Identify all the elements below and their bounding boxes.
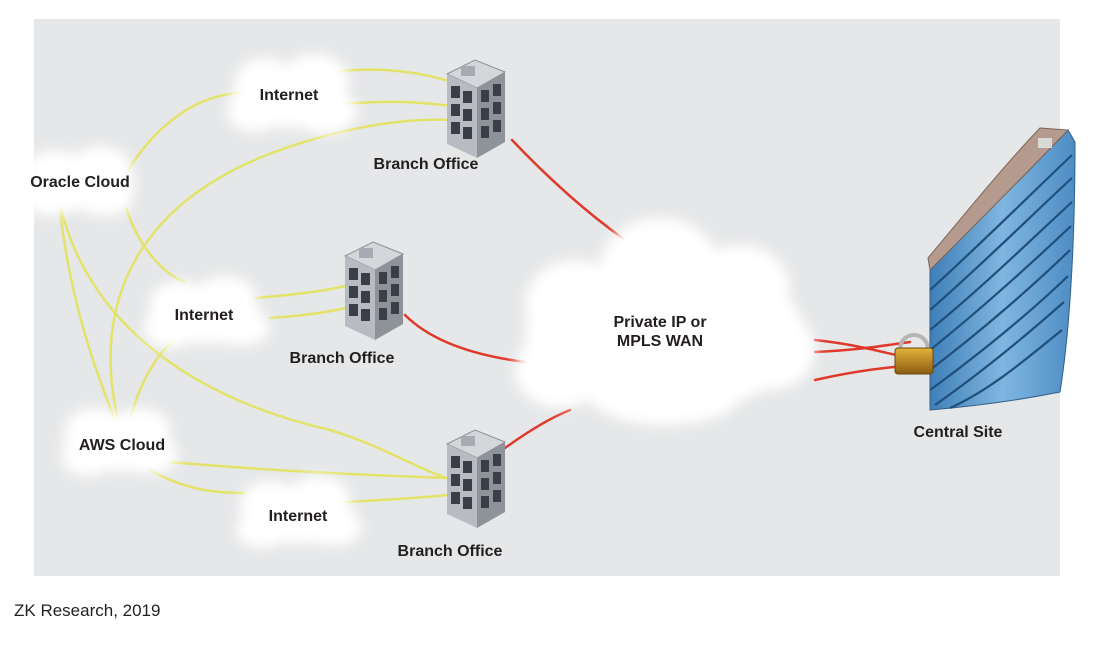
link-aws-branch-top [109, 118, 454, 422]
link-oracle-internet-mid [124, 206, 187, 284]
link-oracle-aws [58, 208, 117, 422]
aws-cloud [62, 408, 178, 476]
branch-office-bottom-building [446, 429, 506, 529]
link-oracle-internet-top [126, 91, 242, 172]
internet-cloud-top [227, 54, 357, 134]
internet-top-label: Internet [260, 87, 319, 104]
wan-cloud [515, 218, 815, 425]
central-site-label: Central Site [914, 424, 1003, 441]
branch-office-bottom-label: Branch Office [398, 543, 503, 560]
central-site-building [927, 127, 1076, 411]
oracle-cloud [24, 146, 135, 216]
branch-office-mid-label: Branch Office [290, 350, 395, 367]
link-internet-mid-branch-mid-b [268, 306, 347, 320]
internet-links [58, 68, 454, 504]
network-diagram: Internet Oracle Cloud Branch Office Inte… [24, 54, 1076, 560]
link-internet-mid-branch-mid-a [253, 284, 347, 300]
wan-label-line2: MPLS WAN [617, 333, 703, 350]
wan-link-branch-mid [403, 313, 527, 364]
branch-office-top-building [446, 59, 506, 159]
wan-link-branch-bottom [503, 408, 572, 450]
internet-cloud-mid [144, 276, 270, 348]
wan-label-line1: Private IP or [613, 314, 706, 331]
branch-office-top-label: Branch Office [374, 156, 479, 173]
link-oracle-branch-bottom [58, 203, 449, 480]
link-aws-internet-bottom [148, 468, 247, 495]
wan-link-branch-top [510, 138, 627, 242]
wan-link-central-c [813, 364, 907, 382]
oracle-cloud-label: Oracle Cloud [30, 174, 130, 191]
lock-icon [894, 333, 934, 375]
branch-office-mid-building [344, 241, 404, 341]
link-internet-bottom-branch-bottom [343, 493, 449, 504]
link-internet-top-branch-top-b [343, 100, 454, 108]
aws-cloud-label: AWS Cloud [79, 437, 165, 454]
internet-mid-label: Internet [175, 307, 234, 324]
internet-cloud-bottom [236, 476, 362, 548]
source-credit: ZK Research, 2019 [14, 601, 161, 620]
internet-bottom-label: Internet [269, 508, 328, 525]
link-aws-internet-mid [128, 338, 177, 422]
link-aws-branch-bottom [168, 460, 449, 480]
